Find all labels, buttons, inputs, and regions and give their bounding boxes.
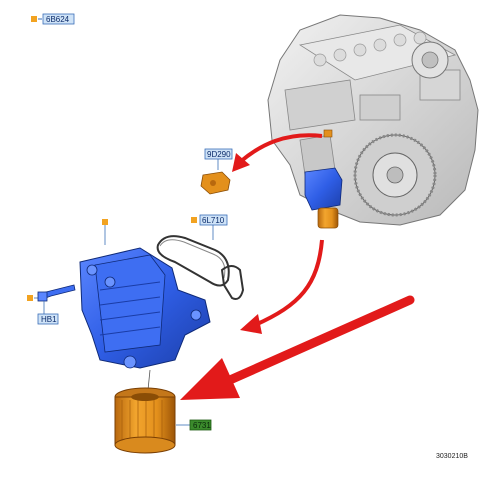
cooler-marker-icon — [102, 219, 108, 225]
header-tag-label: 6B624 — [46, 15, 70, 24]
sensor-arrow-head-icon — [232, 153, 250, 172]
oil-cooler-part — [79, 219, 211, 369]
gasket-marker-icon — [191, 217, 197, 223]
gasket-part — [156, 235, 230, 287]
small-gasket-part — [220, 265, 245, 300]
gasket-label: 6L710 — [202, 216, 225, 225]
gasket-callout: 6L710 — [156, 214, 245, 300]
cooler-arrow — [254, 239, 324, 327]
header-marker-icon — [31, 16, 37, 22]
filter-label: 6731 — [193, 421, 211, 430]
bolt-label: HB1 — [41, 315, 57, 324]
cooler-arrow-head-icon — [240, 314, 262, 334]
sensor-label: 9D290 — [207, 150, 231, 159]
filter-arrow — [225, 295, 415, 385]
filter-arrow-head-icon — [180, 358, 240, 400]
bolt-callout: HB1 — [27, 284, 76, 325]
bolt-marker-icon — [27, 295, 33, 301]
sensor-arrow — [238, 133, 323, 164]
engine-assembly — [267, 14, 479, 229]
oil-filter-part: 6731 — [114, 369, 212, 454]
reference-code: 3030210B — [436, 453, 468, 460]
sensor-callout: 9D290 — [200, 148, 233, 195]
header-tag: 6B624 — [31, 13, 75, 25]
